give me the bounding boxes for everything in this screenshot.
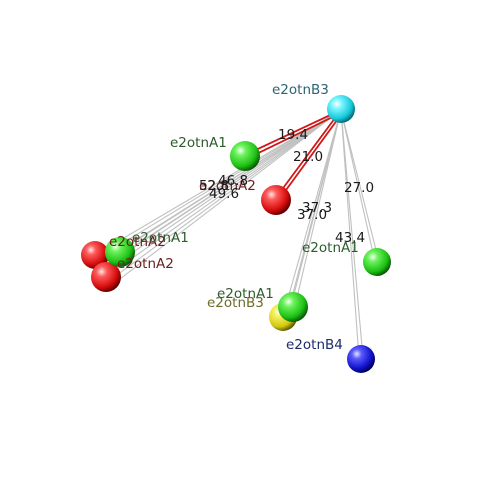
atom-red-center[interactable] xyxy=(261,185,291,215)
label-red-center: e2otnA2 xyxy=(199,178,256,194)
label-bottom-green: e2otnA1 xyxy=(217,286,274,302)
atom-bottom-green[interactable] xyxy=(278,292,308,322)
line-hub-red-center xyxy=(274,109,344,202)
atom-right-green[interactable] xyxy=(363,248,391,276)
atom-cluster-red-b[interactable] xyxy=(91,262,121,292)
atom-blue-b4[interactable] xyxy=(347,345,375,373)
label-cluster-red-b: e2otnA2 xyxy=(117,256,174,272)
distance-labels: 19.4 21.0 27.0 46.8 52.8 49.6 37.3 37.0 … xyxy=(199,127,374,246)
label-hub: e2otnB3 xyxy=(272,82,329,98)
distance-label-37-3: 37.3 xyxy=(302,200,332,216)
distance-label-46-8: 46.8 xyxy=(218,173,248,189)
distance-label-52-8: 52.8 xyxy=(199,178,229,194)
atom-green-upper[interactable] xyxy=(230,141,260,171)
atoms xyxy=(81,95,391,373)
line-hub-cluster xyxy=(94,109,342,283)
line-hub-green-upper xyxy=(244,109,342,160)
atom-cluster-red-a[interactable] xyxy=(81,241,109,269)
atom-hub-cyan[interactable] xyxy=(327,95,355,123)
line-hub-bottom xyxy=(282,109,342,317)
distance-lines xyxy=(94,109,380,359)
atom-cluster-green[interactable] xyxy=(105,237,135,267)
label-green-upper: e2otnA1 xyxy=(170,135,227,151)
distance-label-19-4: 19.4 xyxy=(278,127,308,143)
distance-label-43-4: 43.4 xyxy=(335,230,365,246)
label-right-green: e2otnA1 xyxy=(302,240,359,256)
distance-label-49-6: 49.6 xyxy=(209,186,239,202)
distance-label-37-0: 37.0 xyxy=(297,207,327,223)
label-blue: e2otnB4 xyxy=(286,337,343,353)
label-cluster-green: e2otnA1 xyxy=(132,230,189,246)
distance-label-27-0: 27.0 xyxy=(344,180,374,196)
line-hub-blue xyxy=(340,109,364,359)
line-hub-right-green xyxy=(340,109,380,263)
label-bottom-yellow: e2otnB3 xyxy=(207,295,264,311)
atom-labels: e2otnB3 e2otnA1 e2otnA2 e2otnA2 e2otnA1 … xyxy=(109,82,359,353)
label-cluster-red-a: e2otnA2 xyxy=(109,234,166,250)
distance-label-21-0: 21.0 xyxy=(293,149,323,165)
